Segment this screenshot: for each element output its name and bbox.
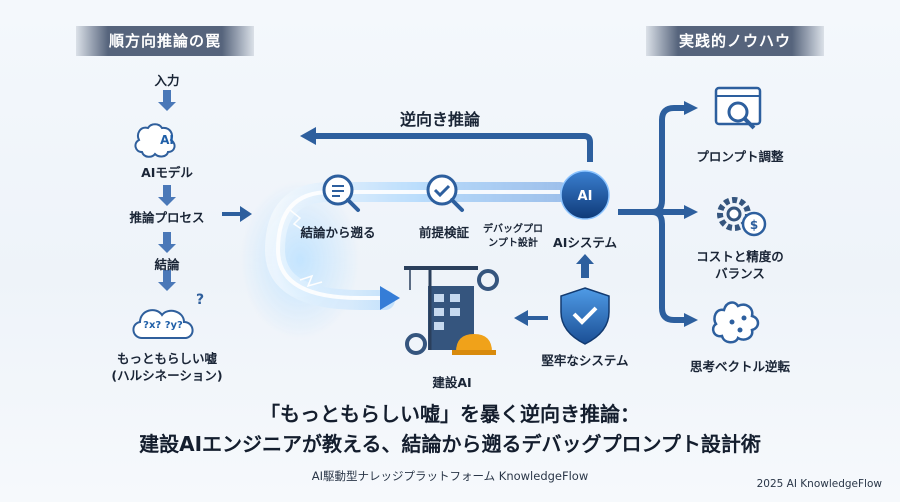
cloud-symbols: ?x? ?y?: [143, 320, 183, 331]
ai-system-label: AIシステム: [553, 235, 617, 250]
premise-check-magnifier-icon: [426, 174, 464, 212]
robust-system-label: 堅牢なシステム: [541, 353, 629, 368]
prompt-tuning-label: プロンプト調整: [696, 149, 784, 164]
right-branch-connector: [618, 105, 684, 323]
debug-prompt-label-line1: デバッグプロ: [483, 224, 543, 235]
conclusion-label: 結論: [154, 257, 180, 272]
hallucination-label-line1: もっともらしい嘘: [116, 351, 218, 366]
reverse-reasoning-arrow: [300, 127, 593, 162]
cost-balance-label-line1: コストと精度の: [696, 249, 784, 264]
main-title-line1: 「もっともらしい嘘」を暴く逆向き推論：: [260, 402, 640, 426]
input-label: 入力: [154, 73, 180, 88]
reasoning-process-label: 推論プロセス: [129, 210, 205, 225]
reverse-reasoning-label: 逆向き推論: [399, 110, 481, 129]
cost-balance-gear-icon: $: [717, 197, 767, 237]
left-flow-arrows: [158, 90, 176, 291]
debug-prompt-label-line2: ンプト設計: [488, 238, 538, 249]
process-to-center-arrow: [222, 206, 252, 222]
shield-to-construction-arrow: [514, 310, 548, 326]
right-banner: 実践的ノウハウ: [646, 26, 824, 56]
thought-vector-brain-icon: [711, 301, 760, 344]
left-banner: 順方向推論の罠: [76, 26, 254, 56]
svg-text:AI: AI: [578, 189, 593, 204]
robust-shield-icon: [560, 287, 610, 345]
prompt-tuning-window-icon: [714, 86, 762, 130]
hallucination-cloud-icon: ?: [132, 292, 204, 339]
svg-text:?: ?: [196, 292, 204, 308]
lightning-beam: [240, 180, 570, 340]
construction-ai-label: 建設AI: [432, 375, 472, 390]
ai-system-orb-icon: AI: [560, 170, 610, 220]
ai-model-icon-text: AI: [160, 133, 174, 147]
cost-balance-label-line2: バランス: [715, 266, 765, 281]
ai-model-label: AIモデル: [141, 165, 193, 180]
thought-vector-label: 思考ベクトル逆転: [689, 359, 791, 374]
hallucination-label-line2: (ハルシネーション): [111, 368, 223, 383]
ai-model-brain-icon: [134, 123, 176, 158]
construction-ai-building-icon: [404, 266, 499, 355]
shield-to-ai-arrow: [576, 254, 594, 278]
main-title-line2: 建設AIエンジニアが教える、結論から遡るデバッグプロンプト設計術: [139, 432, 761, 456]
subtitle: AI駆動型ナレッジプラットフォーム KnowledgeFlow: [311, 469, 589, 483]
svg-text:$: $: [750, 218, 758, 232]
copyright: 2025 AI KnowledgeFlow: [756, 478, 882, 490]
trace-back-label: 結論から遡る: [300, 225, 376, 240]
premise-check-label: 前提検証: [418, 225, 470, 240]
trace-back-magnifier-icon: [322, 174, 360, 212]
